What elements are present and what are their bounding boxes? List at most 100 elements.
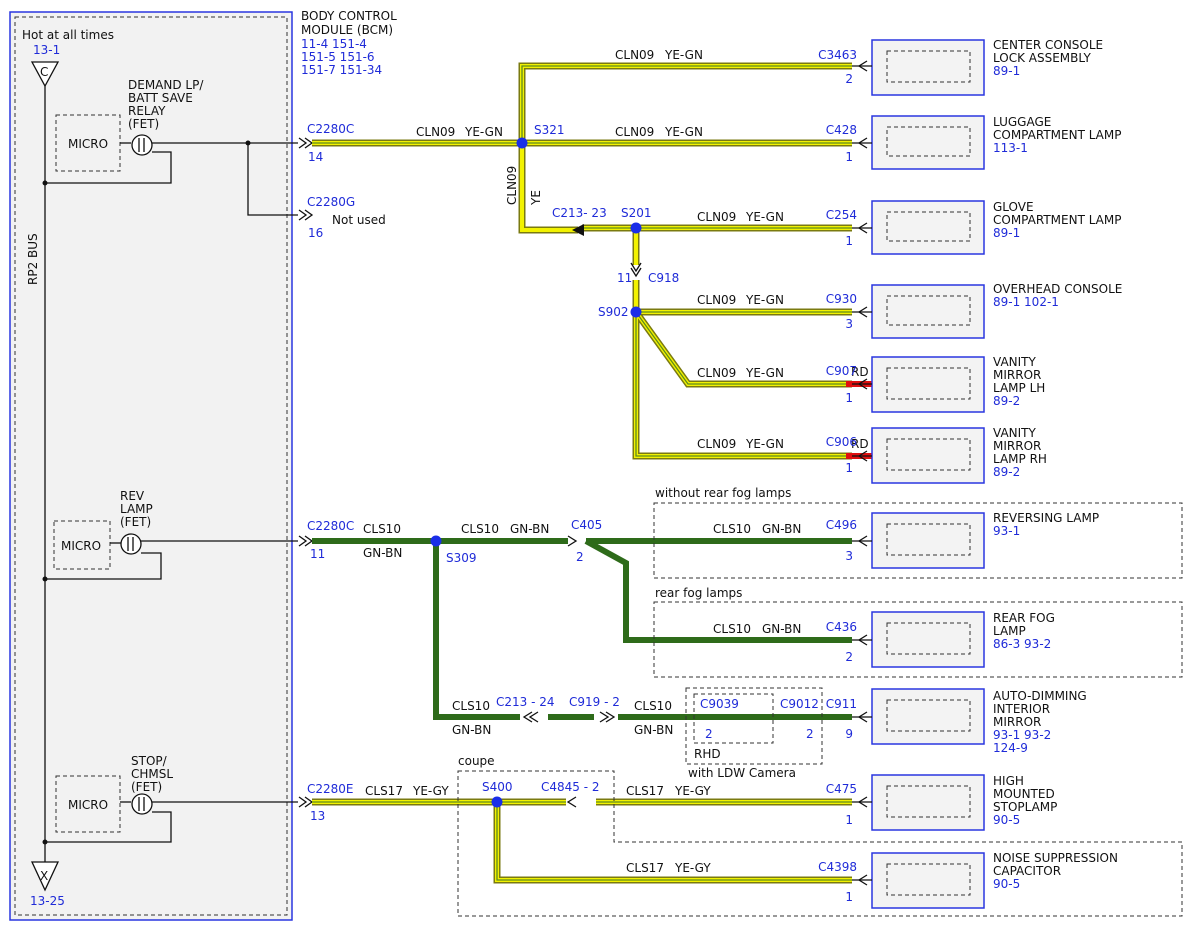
component-inner-box	[886, 699, 971, 732]
component-name: CAPACITOR	[993, 864, 1061, 878]
pin1-number: 14	[308, 150, 323, 164]
relay1-label-line1: DEMAND LP/	[128, 78, 204, 92]
connector-pin: 2	[845, 650, 853, 664]
connector-arrow	[857, 378, 868, 390]
gn-bn-label-1: GN-BN	[363, 546, 402, 560]
connector-pin: 3	[845, 317, 853, 331]
cls17-label-1: CLS17	[365, 784, 403, 798]
micro-box-3	[55, 775, 121, 833]
module-title-line1: BODY CONTROL	[301, 9, 397, 23]
relay1-label-line3: RELAY	[128, 104, 166, 118]
relay3-label-line1: STOP/	[131, 754, 168, 768]
coupe-label: coupe	[458, 754, 495, 768]
gn-bn-label-4: GN-BN	[762, 622, 801, 636]
component-name: LOCK ASSEMBLY	[993, 51, 1091, 65]
pin3-number: 11	[310, 547, 325, 561]
component-box	[871, 284, 985, 339]
ldw-label: with LDW Camera	[688, 766, 796, 780]
component-name: AUTO-DIMMING	[993, 689, 1087, 703]
connector-pin: 1	[845, 391, 853, 405]
bottom-ref: 13-25	[30, 894, 65, 908]
gn-bn-label-2: GN-BN	[510, 522, 549, 536]
component-name: MOUNTED	[993, 787, 1055, 801]
c405-label: C405	[571, 518, 602, 532]
relay1-label-line4: (FET)	[128, 117, 159, 131]
component-ref: 93-1 93-2	[993, 728, 1051, 742]
fet-icon	[131, 793, 153, 815]
cln09-label-4: CLN09	[697, 210, 736, 224]
ye-gn-label-5: YE-GN	[745, 293, 784, 307]
connector-arrow	[857, 796, 868, 808]
rp2-bus-label: RP2 BUS	[26, 233, 40, 285]
rhd-label: RHD	[694, 747, 721, 761]
component-name: LAMP RH	[993, 452, 1047, 466]
module-ref-line2: 151-5 151-6	[301, 50, 375, 64]
micro-label-1: MICRO	[68, 137, 108, 151]
ye-gn-label-6: YE-GN	[745, 366, 784, 380]
connector-id: C428	[826, 123, 857, 137]
connector-pin: 9	[845, 727, 853, 741]
cls10-label-3: CLS10	[713, 522, 751, 536]
pin1-connector: C2280C	[307, 122, 354, 136]
s309-label: S309	[446, 551, 477, 565]
component-box	[871, 356, 985, 413]
component-box	[871, 39, 985, 96]
component-ref: 113-1	[993, 141, 1028, 155]
cln09-label-5: CLN09	[697, 293, 736, 307]
ye-gn-label-1: YE-GN	[464, 125, 503, 139]
without-fog-label: without rear fog lamps	[655, 486, 791, 500]
component-inner-box	[886, 523, 971, 556]
c9012-pin: 2	[806, 727, 814, 741]
splice-s400	[491, 796, 503, 808]
rd-label-2: RD	[851, 437, 869, 451]
connector-id: C254	[826, 208, 857, 222]
connector-pin: 1	[845, 234, 853, 248]
ye-gn-label-3: YE-GN	[664, 125, 703, 139]
gn-bn-label-5: GN-BN	[452, 723, 491, 737]
component-name: COMPARTMENT LAMP	[993, 213, 1121, 227]
connector-arrow	[857, 60, 868, 72]
connector-id: C3463	[818, 48, 857, 62]
c918-pin: 11	[617, 271, 632, 285]
component-box	[871, 427, 985, 484]
component-ref: 89-1	[993, 64, 1020, 78]
ye-gy-label-3: YE-GY	[674, 861, 711, 875]
c213-23-label: C213- 23	[552, 206, 607, 220]
pin3-connector: C2280C	[307, 519, 354, 533]
fet-icon	[131, 134, 153, 156]
component-box	[871, 688, 985, 745]
component-name: HIGH	[993, 774, 1024, 788]
component-name: LUGGAGE	[993, 115, 1051, 129]
component-name: MIRROR	[993, 368, 1041, 382]
component-ref: 89-2	[993, 394, 1020, 408]
connector-arrow	[857, 535, 868, 547]
cls10-label-6: CLS10	[634, 699, 672, 713]
cls10-label-4: CLS10	[713, 622, 751, 636]
connector-id: C496	[826, 518, 857, 532]
cln09-label-1: CLN09	[416, 125, 455, 139]
splice-s309	[430, 535, 442, 547]
pin4-number: 13	[310, 809, 325, 823]
coupe-group	[457, 770, 1183, 917]
component-ref: 89-1	[993, 226, 1020, 240]
ground-connector-icon	[30, 861, 60, 892]
component-box	[871, 115, 985, 170]
splice-s902	[630, 306, 642, 318]
cls17-label-3: CLS17	[626, 861, 664, 875]
cls10-label-1: CLS10	[363, 522, 401, 536]
cls10-label-2: CLS10	[461, 522, 499, 536]
pin2-number: 16	[308, 226, 323, 240]
connector-id: C4398	[818, 860, 857, 874]
s400-label: S400	[482, 780, 513, 794]
connector-id: C436	[826, 620, 857, 634]
